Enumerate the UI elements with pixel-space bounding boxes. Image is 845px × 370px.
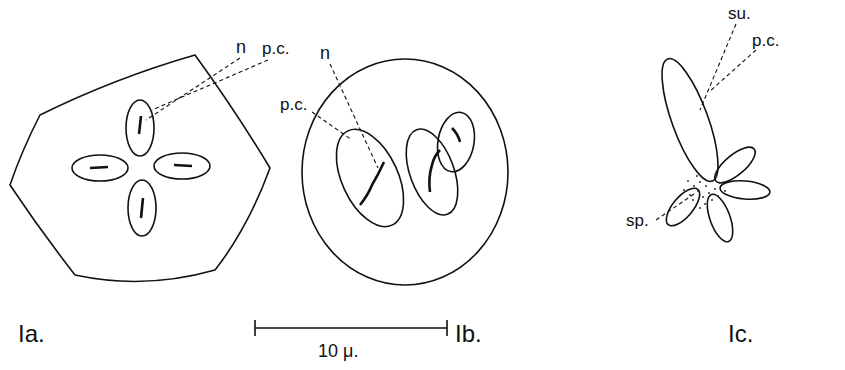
polar-cap bbox=[128, 180, 156, 236]
part-label: n bbox=[320, 44, 330, 62]
scale-label: 10 μ. bbox=[318, 342, 358, 360]
nucleus bbox=[360, 128, 460, 205]
polar-cap bbox=[126, 100, 154, 156]
figure-caption: Ia. bbox=[18, 322, 45, 346]
part-label: p.c. bbox=[262, 40, 289, 57]
part-label: p.c. bbox=[280, 96, 307, 113]
polar-cap bbox=[661, 183, 706, 231]
part-label: sp. bbox=[626, 212, 649, 229]
part-label: n bbox=[236, 38, 246, 56]
polar-cap bbox=[651, 53, 729, 187]
polar-cap bbox=[719, 179, 770, 201]
figure-caption: Ib. bbox=[455, 322, 482, 346]
polar-cap bbox=[323, 119, 418, 237]
polar-cap bbox=[433, 109, 479, 174]
polar-cap bbox=[154, 153, 210, 179]
part-label: p.c. bbox=[752, 32, 779, 49]
figure-caption: Ic. bbox=[728, 322, 753, 346]
part-label: su. bbox=[728, 5, 751, 22]
polar-cap bbox=[702, 191, 738, 245]
polar-cap bbox=[396, 122, 468, 222]
nucleus bbox=[90, 116, 192, 218]
polar-cap bbox=[72, 155, 128, 181]
scale-bar bbox=[255, 320, 447, 336]
leader-line bbox=[146, 24, 756, 220]
cell-outline bbox=[302, 59, 508, 285]
spore-stipple bbox=[683, 175, 726, 209]
cell-outline bbox=[10, 55, 270, 281]
